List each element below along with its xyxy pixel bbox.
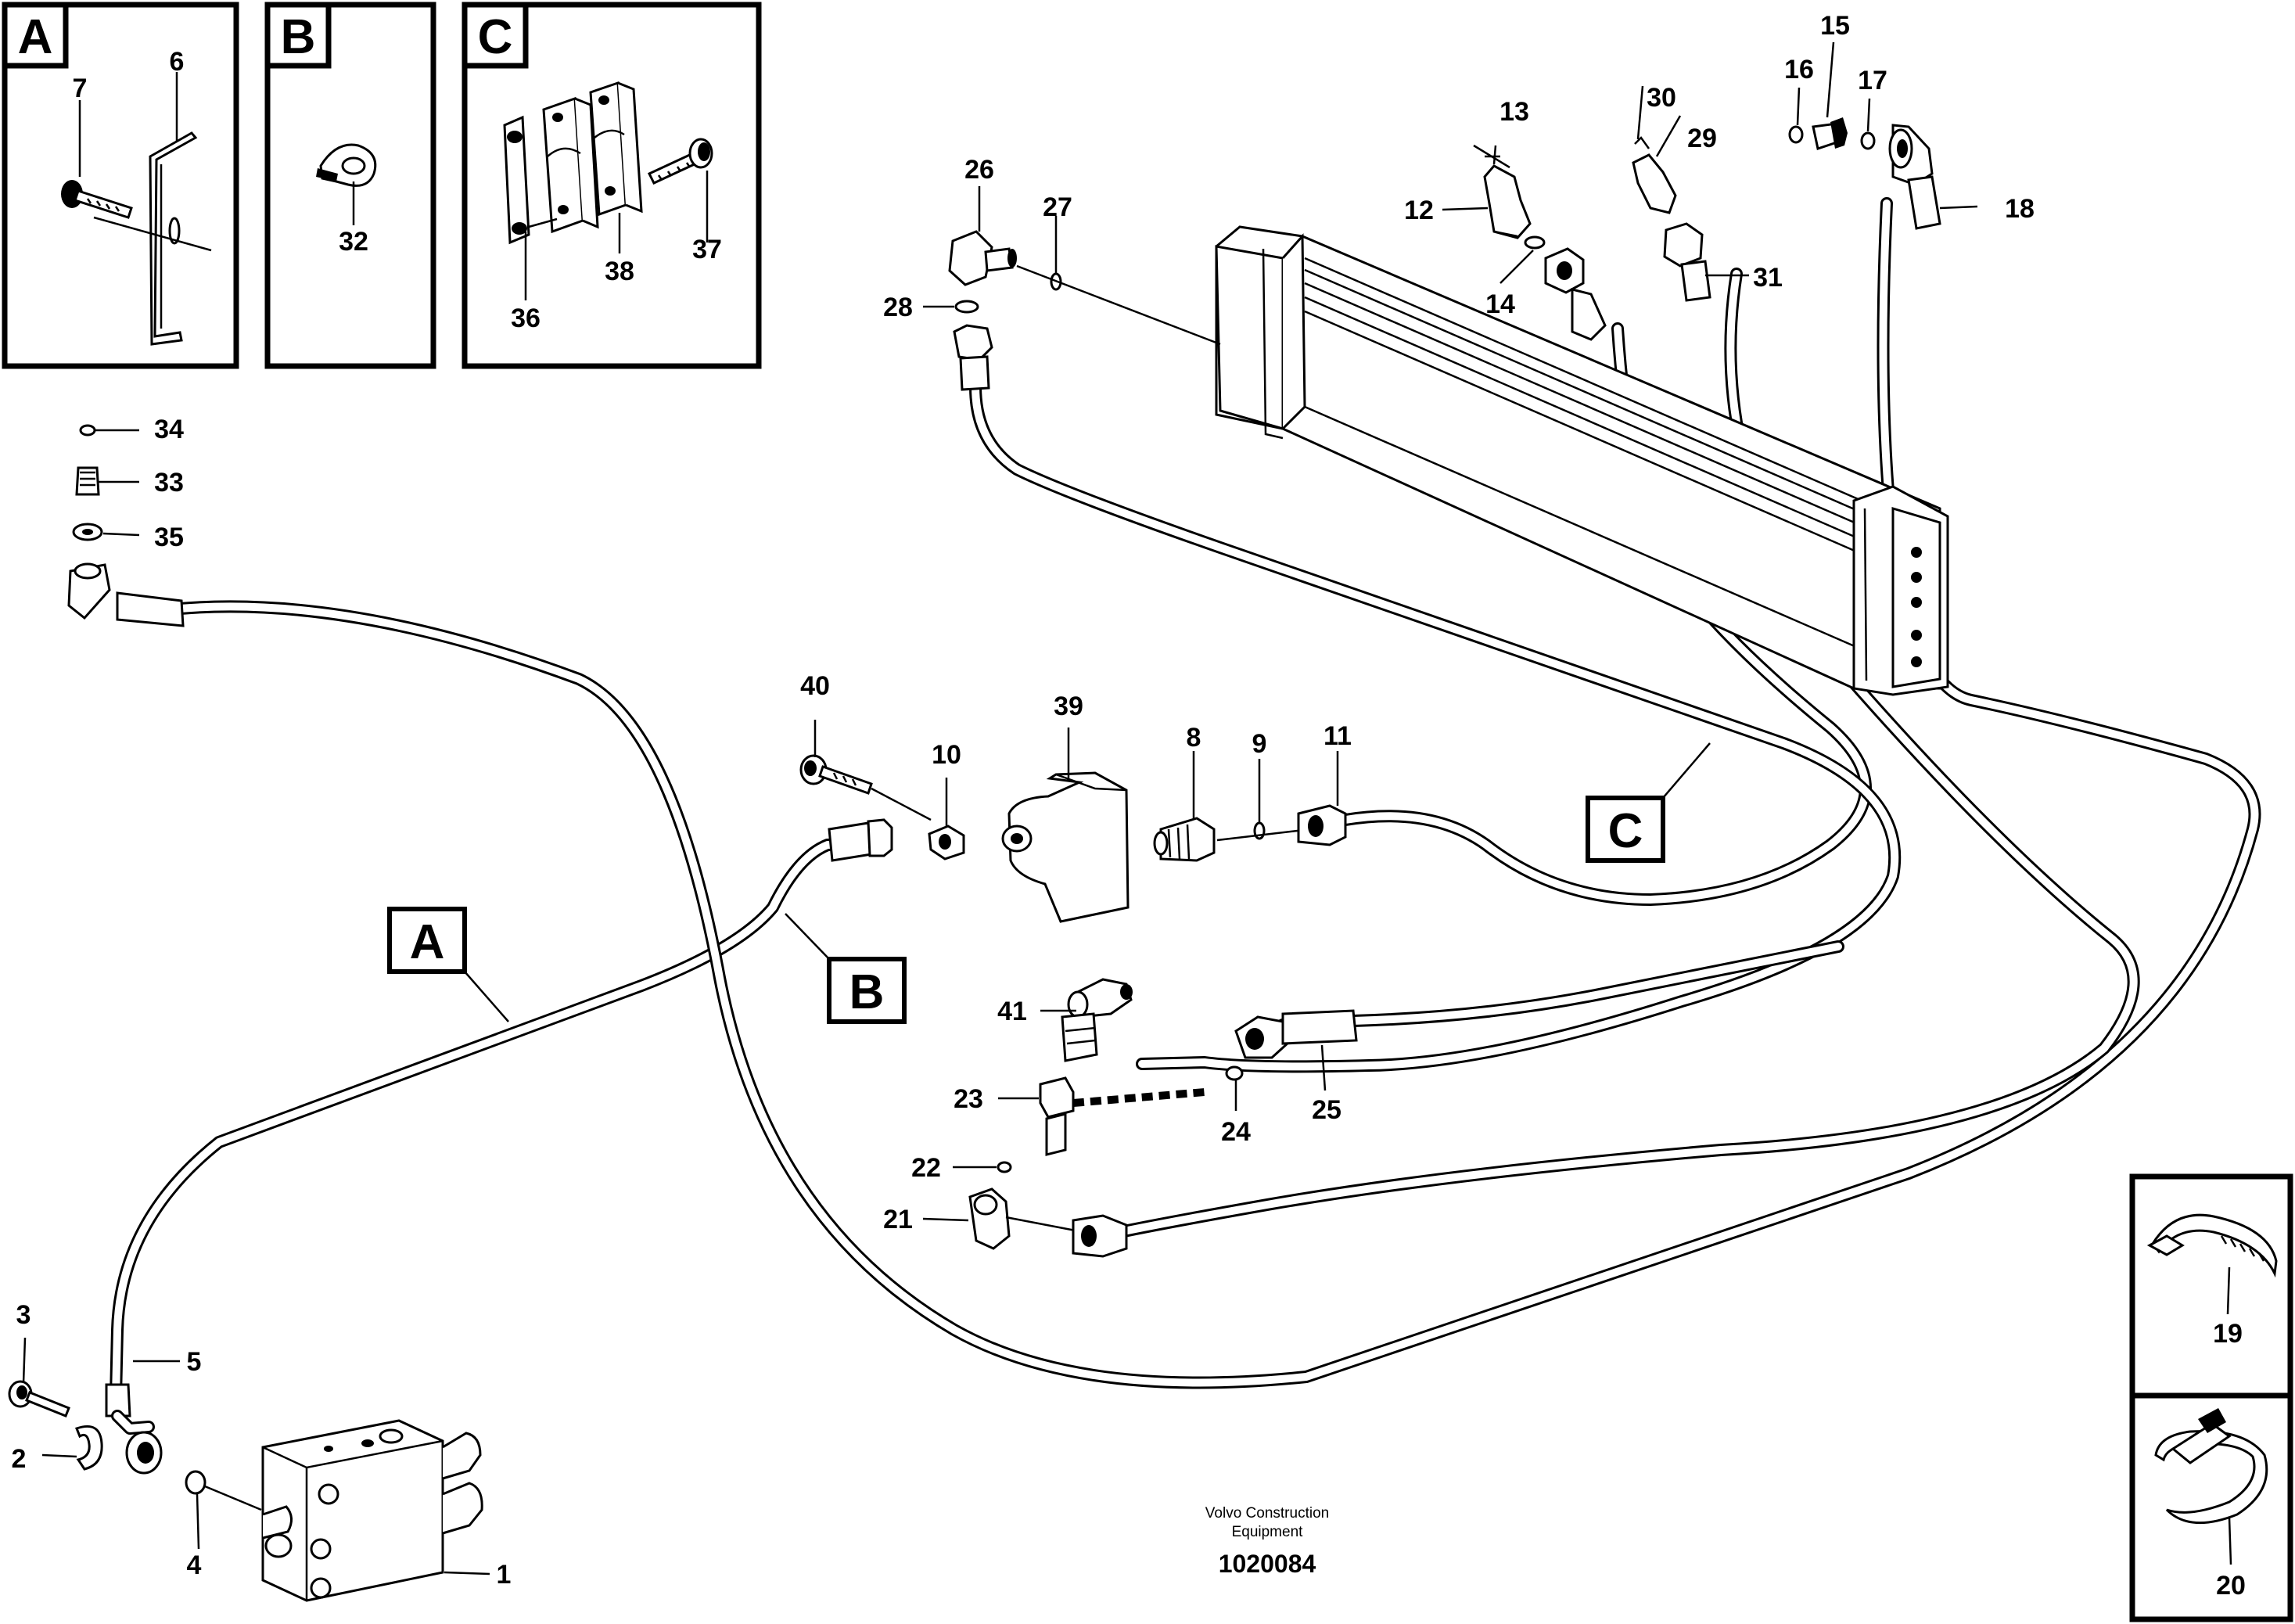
bracket-39 <box>1001 771 1130 923</box>
callout-36: 36 <box>511 304 541 333</box>
hose-end-11 <box>1297 804 1347 846</box>
callout-6: 6 <box>170 47 185 77</box>
footer-company-line1: Volvo Construction <box>1205 1505 1329 1522</box>
hose-end-27 <box>953 324 993 391</box>
reference-box-b: B <box>785 913 907 1024</box>
callout-18: 18 <box>2005 194 2035 224</box>
fitting-stack-33 <box>67 424 185 627</box>
callout-28: 28 <box>883 293 913 322</box>
callout-17: 17 <box>1858 66 1887 95</box>
elbow-41 <box>1061 978 1133 1062</box>
nut-10 <box>928 825 965 861</box>
fitting-hose-5-end <box>828 818 893 862</box>
footer: Volvo Construction Equipment 1020084 <box>1205 1505 1329 1578</box>
o-ring-4 <box>185 1470 262 1511</box>
callout-4: 4 <box>187 1550 202 1580</box>
hose-end-18 <box>1888 124 1941 230</box>
bolt-3 <box>8 1380 70 1417</box>
valve-block <box>261 1419 483 1602</box>
bolt-40 <box>799 754 932 821</box>
callout-39: 39 <box>1054 692 1083 721</box>
detail-box-b: B <box>264 2 436 369</box>
callout-30: 30 <box>1647 83 1676 113</box>
callout-numbers: 6 7 32 36 38 37 34 33 35 3 2 4 5 1 40 10… <box>12 11 2246 1601</box>
callout-3: 3 <box>16 1300 31 1330</box>
o-ring-27 <box>1016 264 1221 346</box>
callout-26: 26 <box>964 155 994 185</box>
detail-box-a: A <box>2 2 239 369</box>
hose-end-31 <box>1663 222 1711 302</box>
oil-cooler <box>1215 225 1949 696</box>
detail-box-c-letter: C <box>478 10 513 64</box>
detail-box-clip-band <box>2129 1392 2293 1622</box>
reference-box-a: A <box>387 907 509 1022</box>
callout-35: 35 <box>154 523 184 552</box>
reference-box-c: C <box>1586 742 1711 863</box>
footer-company-line2: Equipment <box>1232 1524 1304 1540</box>
callout-22: 22 <box>911 1153 941 1183</box>
bulkhead-fitting-8 <box>1153 817 1216 862</box>
callout-5: 5 <box>187 1347 202 1377</box>
callout-31: 31 <box>1753 263 1783 293</box>
reference-box-b-letter: B <box>849 965 885 1019</box>
hose-end-25 <box>1225 1009 1358 1081</box>
fitting-15 <box>1788 117 1876 150</box>
elbow-12 <box>1473 144 1532 239</box>
callout-12: 12 <box>1404 196 1434 225</box>
o-ring-28 <box>954 300 979 314</box>
detail-box-b-letter: B <box>281 10 316 64</box>
adapter-23 <box>1039 1076 1205 1156</box>
callout-2: 2 <box>12 1444 27 1474</box>
clip-2 <box>75 1425 103 1471</box>
callout-leaders <box>22 41 2232 1575</box>
callout-13: 13 <box>1499 97 1529 127</box>
callout-14: 14 <box>1485 289 1515 319</box>
callout-20: 20 <box>2216 1571 2246 1601</box>
callout-34: 34 <box>154 415 184 444</box>
callout-7: 7 <box>73 74 88 103</box>
footer-drawing-number: 1020084 <box>1219 1550 1316 1578</box>
hose-end-14 <box>1544 247 1607 341</box>
callout-32: 32 <box>339 227 368 257</box>
callout-27: 27 <box>1043 192 1072 222</box>
callout-21: 21 <box>883 1205 913 1234</box>
callout-29: 29 <box>1687 124 1717 153</box>
callout-8: 8 <box>1187 723 1201 753</box>
callout-11: 11 <box>1323 721 1352 751</box>
reference-box-c-letter: C <box>1608 804 1643 858</box>
elbow-29 <box>1632 136 1677 214</box>
elbow-26 <box>948 230 1017 286</box>
callout-25: 25 <box>1312 1095 1341 1125</box>
detail-box-cable-tie <box>2129 1173 2293 1403</box>
hose-27 <box>969 366 1902 1073</box>
callout-41: 41 <box>997 997 1027 1026</box>
callout-37: 37 <box>692 235 722 264</box>
elbow-21 <box>968 1187 1128 1258</box>
callout-15: 15 <box>1820 11 1850 41</box>
detail-box-a-letter: A <box>18 10 53 64</box>
o-ring-22 <box>997 1161 1012 1173</box>
callout-38: 38 <box>605 257 634 286</box>
callout-24: 24 <box>1221 1117 1251 1147</box>
reference-box-a-letter: A <box>410 915 445 969</box>
o-ring-9 <box>1216 821 1312 842</box>
fitting-hose-end-5 <box>105 1383 163 1475</box>
callout-33: 33 <box>154 468 184 498</box>
detail-box-c: C <box>462 2 762 369</box>
callout-1: 1 <box>497 1560 512 1590</box>
callout-9: 9 <box>1252 729 1267 759</box>
callout-16: 16 <box>1784 55 1814 84</box>
callout-40: 40 <box>800 671 830 701</box>
hose-25 <box>1277 940 1844 1031</box>
hose-5 <box>110 837 875 1403</box>
callout-10: 10 <box>932 740 961 770</box>
callout-19: 19 <box>2213 1319 2243 1349</box>
callout-23: 23 <box>954 1084 983 1114</box>
o-ring-14 <box>1524 235 1546 250</box>
